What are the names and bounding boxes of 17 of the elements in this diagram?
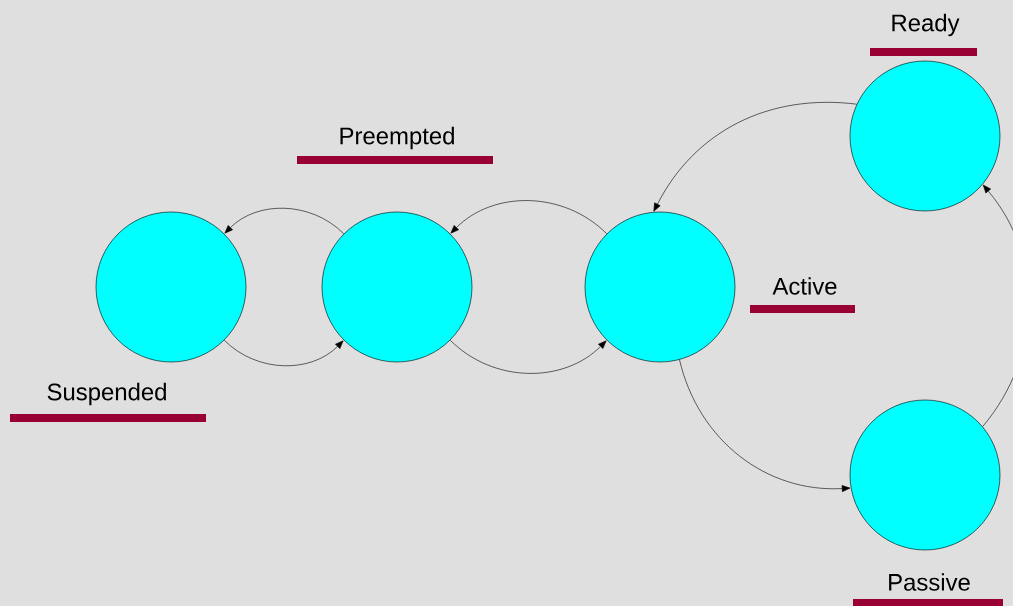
state-circle xyxy=(849,399,1001,551)
state-label: Passive xyxy=(853,573,1003,606)
state-circle xyxy=(321,211,473,363)
arrow xyxy=(224,207,345,235)
state-circle xyxy=(95,211,247,363)
state-label: Active xyxy=(750,277,855,313)
state-label: Preempted xyxy=(297,126,493,164)
state-circle xyxy=(849,60,1001,212)
arrow xyxy=(982,184,1013,427)
arrow xyxy=(449,339,607,374)
arrow xyxy=(679,359,851,492)
arrow xyxy=(450,200,608,235)
arrow xyxy=(653,102,858,212)
arrow xyxy=(223,339,344,367)
state-label: Suspended xyxy=(10,382,206,422)
state-circle xyxy=(584,211,736,363)
state-label: Ready xyxy=(870,13,977,56)
